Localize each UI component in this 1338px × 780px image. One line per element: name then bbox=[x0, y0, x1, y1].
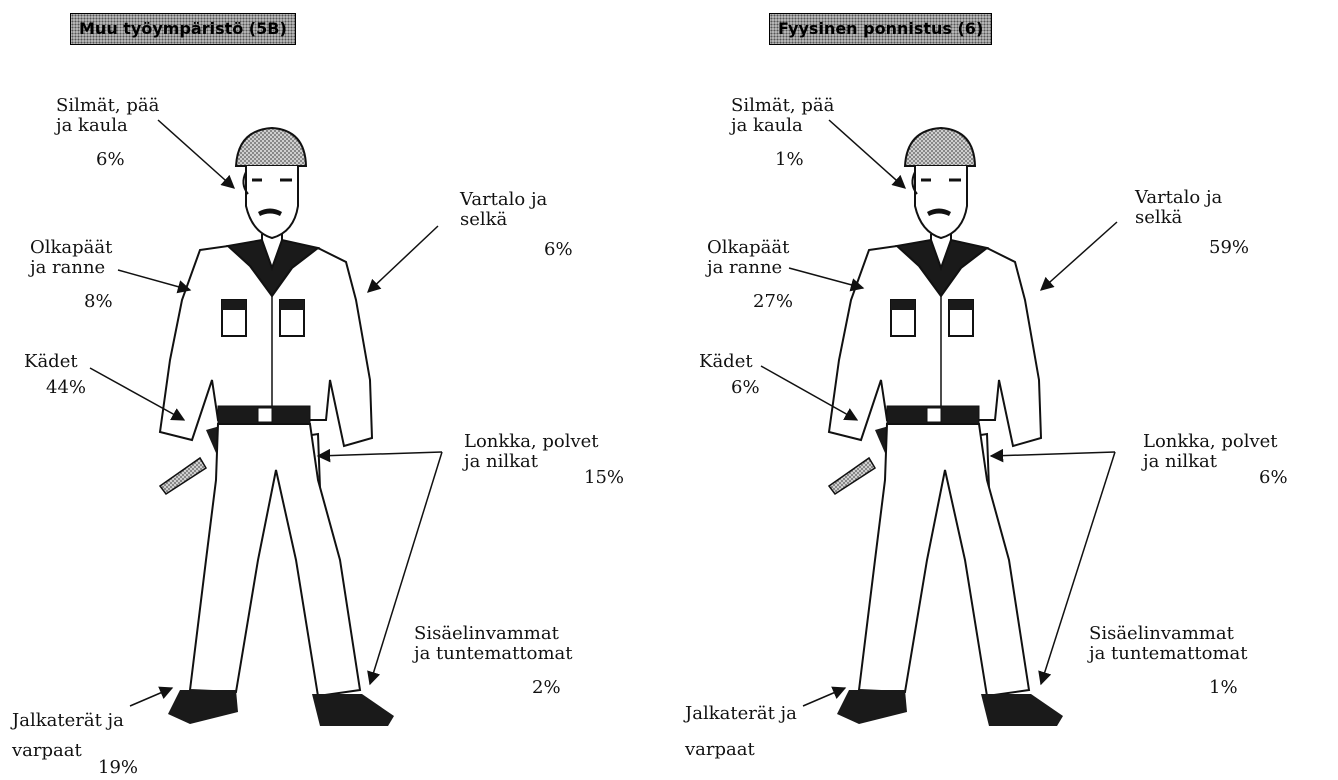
arrow-olkapaat bbox=[789, 268, 863, 288]
pct-kadet: 6% bbox=[731, 378, 760, 398]
panel-fyysinen-ponnistus: Fyysinen ponnistus (6) bbox=[669, 0, 1338, 780]
pct-lonkka: 15% bbox=[584, 468, 624, 488]
arrow-lonkka bbox=[991, 452, 1115, 456]
label-kadet: Kädet bbox=[24, 352, 78, 372]
arrow-olkapaat bbox=[118, 270, 190, 290]
shoe-left bbox=[837, 690, 907, 724]
pct-olkapaat: 27% bbox=[753, 292, 793, 312]
legs bbox=[859, 424, 1029, 696]
arrow-vartalo bbox=[368, 226, 438, 292]
shoe-right bbox=[312, 694, 394, 726]
pct-kadet: 44% bbox=[46, 378, 86, 398]
arrow-lonkka bbox=[318, 452, 442, 456]
pct-vartalo: 59% bbox=[1209, 238, 1249, 258]
pct-silmat: 1% bbox=[775, 150, 804, 170]
pct-sisa: 1% bbox=[1209, 678, 1238, 698]
head bbox=[246, 166, 298, 238]
pct-vartalo: 6% bbox=[544, 240, 573, 260]
pct-silmat: 6% bbox=[96, 150, 125, 170]
pct-sisa: 2% bbox=[532, 678, 561, 698]
pct-jalka: 19% bbox=[98, 758, 138, 778]
arrow-jalka bbox=[130, 688, 172, 706]
helmet bbox=[905, 128, 975, 166]
shoe-right bbox=[981, 694, 1063, 726]
panel-muu-tyoymparisto: Muu työympäristö (5B) bbox=[0, 0, 669, 780]
arrow-vartalo bbox=[1041, 222, 1117, 290]
label-kadet: Kädet bbox=[699, 352, 753, 372]
arrow-jalka bbox=[803, 688, 845, 706]
shoe-left bbox=[168, 690, 238, 724]
helmet bbox=[236, 128, 306, 166]
pct-lonkka: 6% bbox=[1259, 468, 1288, 488]
arrow-silmat bbox=[829, 120, 905, 188]
legs bbox=[190, 424, 360, 696]
head bbox=[915, 166, 967, 238]
arrow-silmat bbox=[158, 120, 234, 188]
pct-olkapaat: 8% bbox=[84, 292, 113, 312]
